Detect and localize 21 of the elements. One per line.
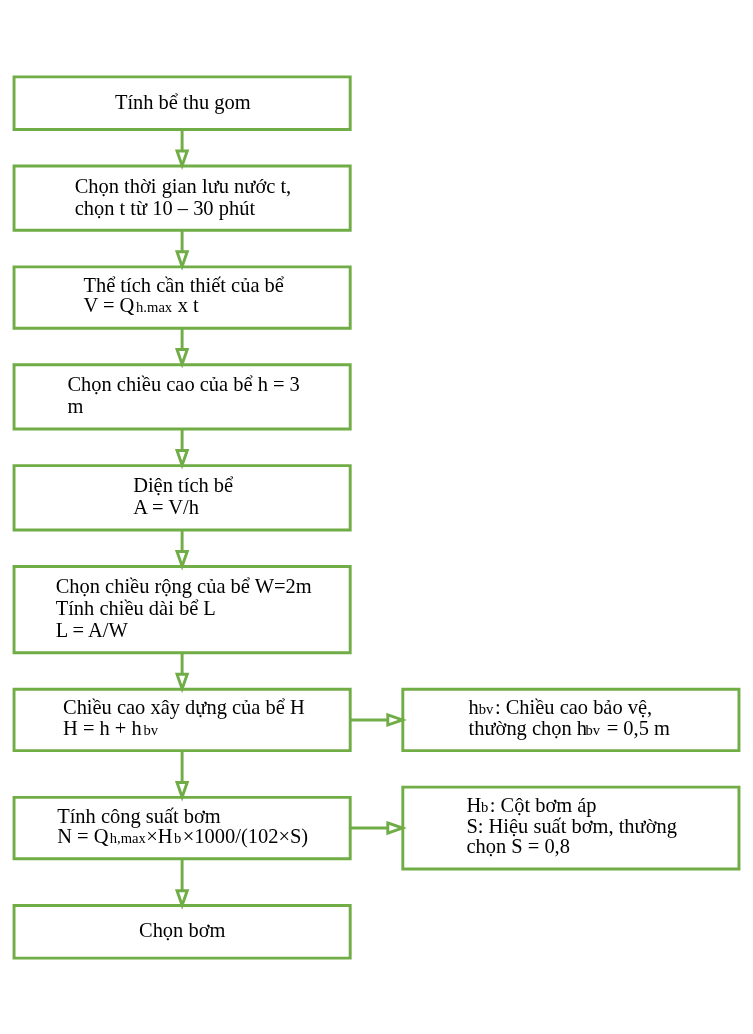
node-box: Chọn chiều rộng của bể W=2m Tính chiều dài bể L L = A/W [12,564,352,654]
node-box: Chọn chiều cao của bể h = 3 m [12,362,352,431]
arrow [350,820,407,835]
node-box: Hb: Cột bơm áp S: Hiệu suất bơm, thường chọn S = 0,8 [401,785,741,870]
node-box: Tính công suất bơm N = Qh,max×Hb×1000/(102×S) [12,795,352,860]
arrow [174,327,190,369]
arrow [350,712,407,727]
node-box: Chọn thời gian lưu nước t, chọn t từ 10 – 30 phút [12,164,352,232]
arrow [174,428,190,470]
node-box: Tính bể thu gom [12,74,352,131]
arrow [174,858,190,910]
node-box: Chọn bơm [12,903,352,960]
arrow [174,129,190,170]
arrow [174,750,190,801]
node-box: hbv: Chiều cao bảo vệ, thường chọn hbv = 0,5 m [401,687,741,752]
node-box: Thể tích cần thiết của bể V = Qh.max x t [12,264,352,330]
arrow [174,652,190,693]
arrow [174,230,190,271]
node-box: Diện tích bể A = V/h [12,463,352,531]
node-box: Chiều cao xây dựng của bể H H = h + hbv [12,687,352,752]
arrow [174,529,190,571]
